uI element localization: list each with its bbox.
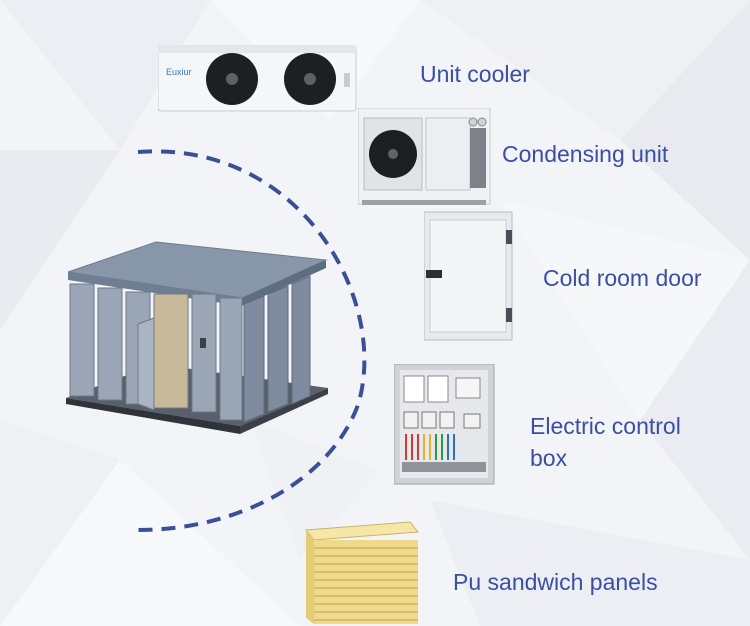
pu-sandwich-panels-image (305, 521, 419, 624)
electric-control-box-image (394, 364, 495, 485)
label-pu-sandwich-panels: Pu sandwich panels (453, 569, 658, 595)
cold-room-image (66, 241, 328, 434)
label-electric-control-box-line2: box (530, 445, 568, 471)
cold-room-door-image (424, 211, 513, 341)
label-cold-room-door: Cold room door (543, 265, 702, 291)
condensing-unit-image (358, 108, 491, 205)
unit-cooler-brand-logo: Euxiur (166, 67, 192, 77)
unit-cooler-image: Euxiur (158, 45, 357, 112)
label-unit-cooler: Unit cooler (420, 61, 530, 87)
label-electric-control-box: Electric control box (530, 410, 730, 474)
label-condensing-unit: Condensing unit (502, 141, 669, 167)
label-electric-control-box-line1: Electric control (530, 413, 681, 439)
